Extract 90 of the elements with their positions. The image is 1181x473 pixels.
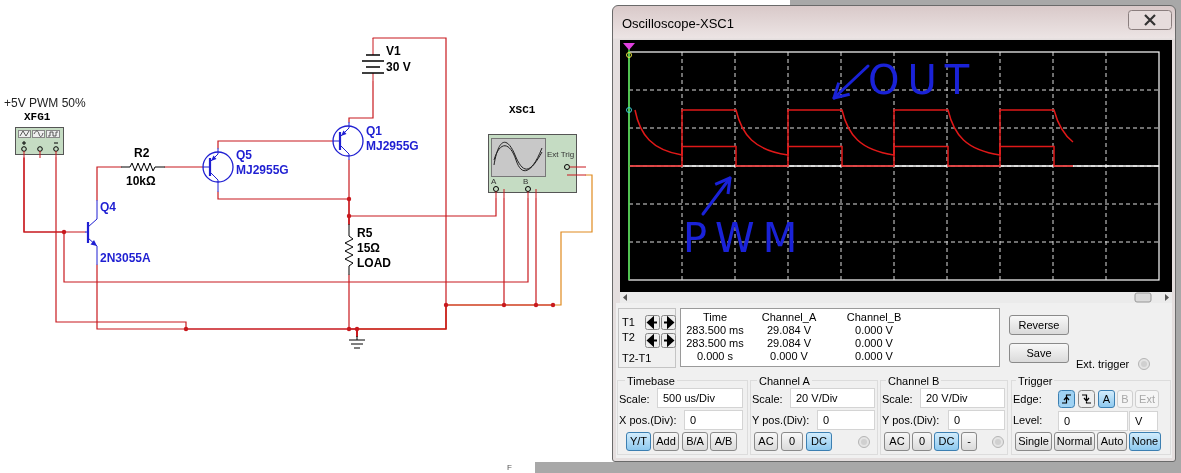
push-button: AC xyxy=(754,432,778,451)
readout-text: 283.500 ms xyxy=(685,323,745,336)
component-label: 15Ω xyxy=(357,241,380,255)
wire xyxy=(23,157,529,283)
component-label: Q1 xyxy=(366,124,382,138)
readout-text: Time xyxy=(701,310,728,323)
component-label: 30 V xyxy=(386,60,411,74)
handwritten-arrow xyxy=(701,176,732,216)
label-text: Scale: xyxy=(619,392,651,406)
push-button: 0 xyxy=(781,432,803,451)
push-button: 0 xyxy=(912,432,932,451)
label-text: Y pos.(Div): xyxy=(882,413,941,427)
group-title: Channel B xyxy=(886,374,942,388)
readout-text: 29.084 V xyxy=(765,323,812,336)
input-field: V xyxy=(1129,411,1158,431)
label-text: T2-T1 xyxy=(622,351,653,365)
readout-text: 283.500 ms xyxy=(685,336,745,349)
terminal-label: B xyxy=(523,177,529,186)
push-button: Single xyxy=(1015,432,1052,451)
component-label: Q5 xyxy=(236,148,252,162)
group-title: Timebase xyxy=(625,374,677,388)
push-button: - xyxy=(961,432,977,451)
label-text: T2 xyxy=(622,330,636,344)
component-label: +5V PWM 50% xyxy=(4,96,86,110)
push-button: Auto xyxy=(1097,432,1127,451)
toggle-button: None xyxy=(1129,432,1161,451)
wire xyxy=(164,166,204,168)
label-text: X pos.(Div): xyxy=(619,413,678,427)
disabled-button: B xyxy=(1117,390,1133,408)
handwritten-arrow xyxy=(832,64,870,100)
window-title: Oscilloscope-XSC1 xyxy=(622,15,735,33)
readout-text: 0.000 V xyxy=(854,336,894,349)
readout-text: 0.000 V xyxy=(854,349,894,362)
push-button: Normal xyxy=(1054,432,1095,451)
label-text: Scale: xyxy=(882,392,914,406)
component-label: V1 xyxy=(386,44,401,58)
input-field: 0 xyxy=(1058,411,1128,431)
component-label: R2 xyxy=(134,146,150,160)
label-text: Scale: xyxy=(752,392,784,406)
component-label: Q4 xyxy=(100,200,116,214)
input-field: 500 us/Div xyxy=(657,388,743,408)
handwritten-note: PWM xyxy=(683,214,803,270)
input-field: 0 xyxy=(684,410,743,430)
group-title: Trigger xyxy=(1016,374,1055,388)
push-button: A/B xyxy=(710,432,737,451)
push-button: AC xyxy=(884,432,910,451)
push-button: Save xyxy=(1009,343,1069,363)
wire xyxy=(348,198,497,225)
readout-text: Channel_B xyxy=(845,310,903,323)
group-title: Channel A xyxy=(757,374,812,388)
terminal-label: Ext Trig xyxy=(547,150,575,159)
label-text: T1 xyxy=(622,315,636,329)
wire xyxy=(217,140,334,149)
label-text: Level: xyxy=(1013,413,1044,427)
toggle-button: DC xyxy=(934,432,959,451)
wire xyxy=(356,198,554,337)
toggle-button: Y/T xyxy=(626,432,651,451)
label-text: Y pos.(Div): xyxy=(752,413,811,427)
handwritten-note: OUT xyxy=(868,56,1013,104)
wire xyxy=(348,81,374,123)
toggle-button: A xyxy=(1098,390,1115,408)
disabled-button: Ext xyxy=(1135,390,1159,408)
resistor-symbol xyxy=(121,146,165,188)
push-button: Reverse xyxy=(1009,315,1069,335)
input-field: 0 xyxy=(948,410,1005,430)
component-label: R5 xyxy=(357,226,373,240)
component-label: MJ2955G xyxy=(366,139,419,153)
readout-text: 0.000 V xyxy=(854,323,894,336)
terminal-label: A xyxy=(491,177,497,186)
label-text: Ext. trigger xyxy=(1076,357,1131,371)
input-field: 20 V/Div xyxy=(920,388,1005,408)
handwritten-note xyxy=(488,104,586,199)
readout-text: 0.000 V xyxy=(769,349,809,362)
component-label: 2N3055A xyxy=(100,251,151,265)
readout-text: Channel_A xyxy=(760,310,818,323)
label-text: F xyxy=(507,463,513,473)
label-text: Edge: xyxy=(1013,392,1043,406)
component-label: MJ2955G xyxy=(236,163,289,177)
readout-text: 29.084 V xyxy=(765,336,812,349)
component-label: XFG1 xyxy=(24,111,51,124)
component-label: LOAD xyxy=(357,256,391,270)
wire xyxy=(96,166,122,201)
input-field: 20 V/Div xyxy=(790,388,875,408)
component-label: XSC1 xyxy=(509,104,536,117)
toggle-button: DC xyxy=(806,432,832,451)
push-button: B/A xyxy=(682,432,708,451)
push-button: Add xyxy=(653,432,679,451)
input-field: 0 xyxy=(817,410,875,430)
readout-text: 0.000 s xyxy=(695,349,735,362)
component-label: 10kΩ xyxy=(126,174,156,188)
